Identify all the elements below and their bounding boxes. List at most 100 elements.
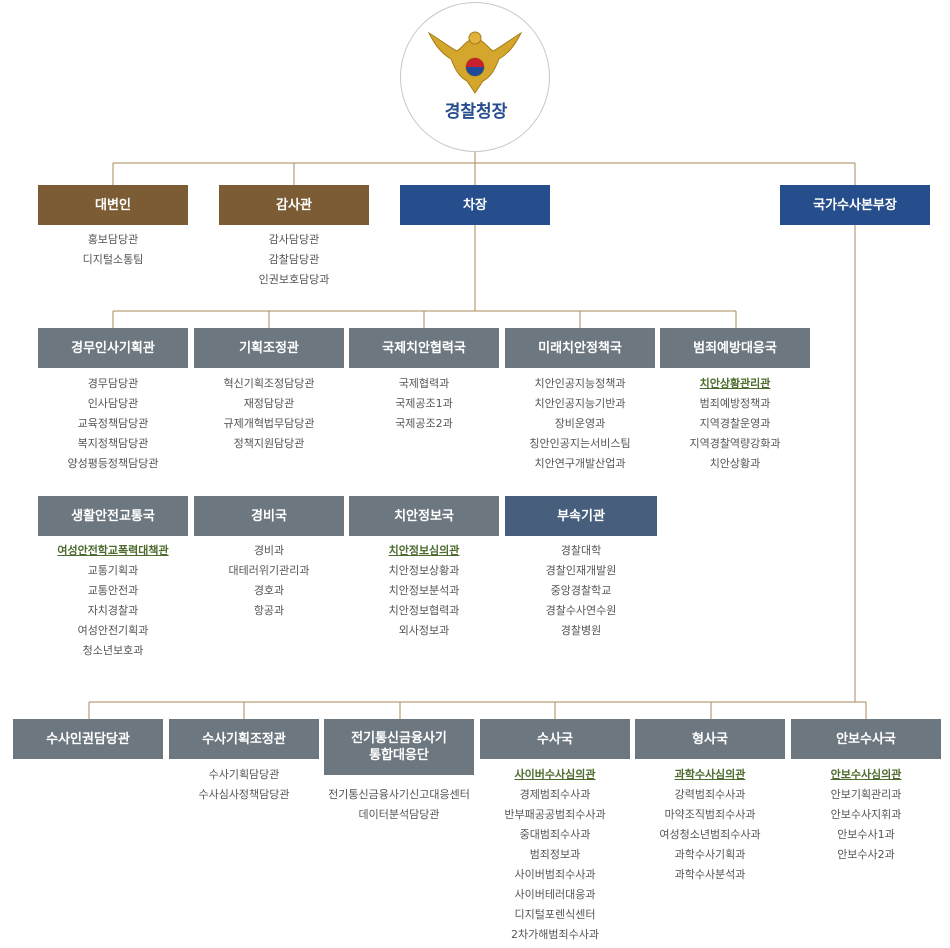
sub-unit: 감사담당관 — [268, 233, 320, 246]
sub-unit: 국제공조2과 — [395, 417, 453, 430]
node-investigation-bureau[interactable]: 수사국 — [480, 719, 630, 759]
sub-unit-highlight[interactable]: 여성안전학교폭력대책관 — [57, 544, 169, 557]
sub-unit: 경무담당관 — [87, 377, 139, 390]
sub-unit: 국제공조1과 — [395, 397, 453, 410]
node-national-investigation[interactable]: 국가수사본부장 — [780, 185, 930, 225]
sub-unit: 경찰인재개발원 — [545, 564, 617, 577]
sub-unit: 안보수사1과 — [837, 828, 895, 841]
node-audit[interactable]: 감사관 — [219, 185, 369, 225]
sub-unit: 치안상황과 — [709, 457, 761, 470]
sub-unit: 치안정보협력과 — [388, 604, 460, 617]
node-deputy-chief[interactable]: 차장 — [400, 185, 550, 225]
sub-unit: 혁신기획조정담당관 — [223, 377, 315, 390]
sub-unit: 여성안전기획과 — [77, 624, 149, 637]
node-telecom-fraud-response[interactable]: 전기통신금융사기 통합대응단 — [324, 719, 474, 775]
sub-unit: 안보수사지휘과 — [830, 808, 902, 821]
node-investigation-human-rights[interactable]: 수사인권담당관 — [13, 719, 163, 759]
sub-unit: 규제개혁법무담당관 — [223, 417, 315, 430]
node-planning-coordination[interactable]: 기획조정관 — [194, 328, 344, 368]
node-intelligence[interactable]: 치안정보국 — [349, 496, 499, 536]
sub-unit-highlight[interactable]: 치안정보심의관 — [388, 544, 460, 557]
sub-unit: 정책지원담당관 — [233, 437, 305, 450]
sub-unit: 양성평등정책담당관 — [67, 457, 159, 470]
node-criminal-bureau[interactable]: 형사국 — [635, 719, 785, 759]
sub-unit: 전기통신금융사기신고대응센터 — [328, 788, 470, 801]
sub-unit: 사이버범죄수사과 — [514, 868, 596, 881]
sub-unit-highlight[interactable]: 치안상황관리관 — [699, 377, 771, 390]
sub-unit: 안보수사2과 — [837, 848, 895, 861]
sub-unit: 수사심사정책담당관 — [198, 788, 290, 801]
sub-unit: 지역경찰운영과 — [699, 417, 771, 430]
sub-unit: 중앙경찰학교 — [550, 584, 612, 597]
sub-unit: 여성청소년범죄수사과 — [659, 828, 761, 841]
sub-unit-highlight[interactable]: 안보수사심의관 — [830, 768, 902, 781]
sub-unit: 데이터분석담당관 — [358, 808, 440, 821]
node-future-policy[interactable]: 미래치안정책국 — [505, 328, 655, 368]
sub-unit: 디지털포렌식센터 — [514, 908, 596, 921]
sub-unit: 치안연구개발산업과 — [534, 457, 626, 470]
sub-unit: 청소년보호과 — [82, 644, 144, 657]
sub-unit: 경호과 — [253, 584, 285, 597]
node-crime-prevention[interactable]: 범죄예방대응국 — [660, 328, 810, 368]
sub-unit: 장비운영과 — [554, 417, 606, 430]
node-security-investigation[interactable]: 안보수사국 — [791, 719, 941, 759]
sub-unit: 경찰병원 — [560, 624, 602, 637]
sub-unit: 자치경찰과 — [87, 604, 139, 617]
chief-title: 경찰청장 — [444, 102, 508, 122]
sub-unit: 경제범죄수사과 — [519, 788, 591, 801]
sub-unit: 외사정보과 — [398, 624, 450, 637]
sub-unit: 교육정책담당관 — [77, 417, 149, 430]
sub-unit: 인사담당관 — [87, 397, 139, 410]
sub-unit: 재정담당관 — [243, 397, 295, 410]
sub-unit: 항공과 — [253, 604, 285, 617]
node-security[interactable]: 경비국 — [194, 496, 344, 536]
sub-unit: 안보기획관리과 — [830, 788, 902, 801]
node-international-cooperation[interactable]: 국제치안협력국 — [349, 328, 499, 368]
sub-unit: 과학수사분석과 — [674, 868, 746, 881]
node-public-safety-traffic[interactable]: 생활안전교통국 — [38, 496, 188, 536]
sub-unit: 경찰대학 — [560, 544, 602, 557]
telecom-fraud-name-line1: 전기통신금융사기 — [351, 731, 447, 746]
sub-unit: 홍보담당관 — [87, 233, 139, 246]
chief-node[interactable]: 경찰청장 — [400, 2, 550, 152]
sub-unit: 디지털소통팀 — [82, 253, 144, 266]
sub-unit: 치안인공지능기반과 — [534, 397, 626, 410]
node-affiliated-agencies[interactable]: 부속기관 — [505, 496, 657, 536]
sub-unit: 경비과 — [253, 544, 285, 557]
sub-unit: 과학수사기획과 — [674, 848, 746, 861]
sub-unit: 치안인공지능정책과 — [534, 377, 626, 390]
sub-unit: 감찰담당관 — [268, 253, 320, 266]
sub-unit-highlight[interactable]: 사이버수사심의관 — [514, 768, 596, 781]
sub-unit: 강력범죄수사과 — [674, 788, 746, 801]
sub-unit: 대테러위기관리과 — [228, 564, 310, 577]
sub-unit: 교통안전과 — [87, 584, 139, 597]
telecom-fraud-name-line2: 통합대응단 — [369, 748, 429, 763]
sub-unit: 경찰수사연수원 — [545, 604, 617, 617]
node-spokesperson[interactable]: 대변인 — [38, 185, 188, 225]
sub-unit: 교통기획과 — [87, 564, 139, 577]
sub-unit: 사이버테러대응과 — [514, 888, 596, 901]
sub-unit: 범죄예방정책과 — [699, 397, 771, 410]
sub-unit: 치안정보분석과 — [388, 584, 460, 597]
node-personnel-planning[interactable]: 경무인사기획관 — [38, 328, 188, 368]
sub-unit-highlight[interactable]: 과학수사심의관 — [674, 768, 746, 781]
node-investigation-planning[interactable]: 수사기획조정관 — [169, 719, 319, 759]
sub-unit: 지역경찰역량강화과 — [689, 437, 781, 450]
sub-unit: 국제협력과 — [398, 377, 450, 390]
